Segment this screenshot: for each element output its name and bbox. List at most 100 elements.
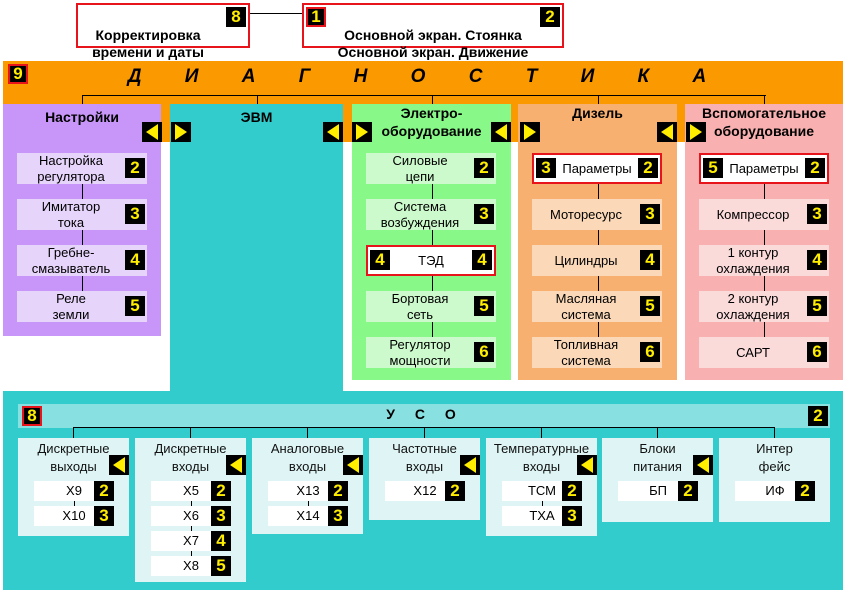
main-screen-button[interactable]: Основной экран. Стоянка Основной экран. … (302, 3, 564, 60)
prev-arrow-button[interactable] (693, 455, 713, 475)
next-arrow-button[interactable] (520, 122, 540, 142)
triangle-left-icon (327, 124, 339, 140)
key-badge: 8 (22, 406, 42, 426)
prev-arrow-button[interactable] (460, 455, 480, 475)
uso-group-title: Температурные входы (493, 441, 590, 474)
key-badge: 2 (94, 481, 114, 501)
time-date-correction-button[interactable]: Корректировка времени и даты 8 (76, 3, 250, 60)
menu-item-label: Реле земли (52, 290, 90, 322)
next-arrow-button[interactable] (171, 122, 191, 142)
menu-item-label: ТЭД (418, 252, 444, 268)
triangle-left-icon (347, 457, 359, 473)
triangle-left-icon (581, 457, 593, 473)
menu-item[interactable]: Бортовая сеть 5 (366, 291, 496, 322)
uso-band: 8 У С О 2 (18, 404, 830, 428)
menu-item-label: Бортовая сеть (391, 290, 449, 322)
prev-arrow-button[interactable] (491, 122, 511, 142)
uso-group-title: Блоки питания (633, 441, 682, 474)
prev-arrow-button[interactable] (323, 122, 343, 142)
key-badge: 3 (328, 506, 348, 526)
tree-line (774, 427, 775, 438)
tree-line (541, 427, 542, 438)
tree-line (82, 168, 83, 306)
tree-line (73, 427, 74, 438)
key-badge: 2 (795, 481, 815, 501)
menu-item-label: Гребне- смазыватель (31, 244, 111, 276)
connector-line (249, 13, 303, 14)
triangle-right-icon (175, 124, 187, 140)
key-badge: 2 (474, 158, 494, 178)
triangle-left-icon (146, 124, 158, 140)
uso-group-title: Интер фейс (756, 441, 793, 474)
tree-line (307, 427, 308, 438)
menu-item-label: Имитатор тока (41, 198, 101, 230)
triangle-left-icon (113, 457, 125, 473)
uso-group-title: Дискретные входы (154, 441, 227, 474)
uso-item-label: X8 (183, 558, 199, 573)
key-badge: 2 (328, 481, 348, 501)
menu-item-label: 1 контур охлаждения (716, 244, 790, 276)
triangle-left-icon (495, 124, 507, 140)
key-badge: 4 (211, 531, 231, 551)
key-badge: 2 (805, 158, 825, 178)
prev-arrow-button[interactable] (577, 455, 597, 475)
key-badge: 5 (807, 296, 827, 316)
column-computer: ЭВМ (170, 104, 343, 391)
triangle-right-icon (356, 124, 368, 140)
prev-arrow-button[interactable] (343, 455, 363, 475)
key-badge: 2 (638, 158, 658, 178)
tree-line (82, 95, 766, 96)
prev-arrow-button[interactable] (109, 455, 129, 475)
uso-item-label: ТСМ (527, 483, 556, 498)
key-badge: 2 (808, 406, 828, 426)
tree-line (542, 491, 543, 516)
uso-item-label: X13 (296, 483, 320, 498)
column-title: ЭВМ (240, 109, 273, 125)
tree-line (764, 95, 765, 104)
prev-arrow-button[interactable] (657, 122, 677, 142)
menu-item-label: Регулятор мощности (389, 336, 451, 368)
key-badge: 5 (474, 296, 494, 316)
uso-item-label: X9 (66, 483, 82, 498)
tree-line (191, 491, 192, 566)
next-arrow-button[interactable] (686, 122, 706, 142)
prev-arrow-button[interactable] (226, 455, 246, 475)
next-arrow-button[interactable] (352, 122, 372, 142)
menu-item[interactable]: 1 контур охлаждения 4 (699, 245, 829, 276)
tree-line (424, 427, 425, 438)
column-title: Дизель (572, 105, 623, 121)
prev-arrow-button[interactable] (142, 122, 162, 142)
tree-line (190, 427, 191, 438)
menu-item-label: Система возбуждения (380, 198, 460, 230)
key-badge: 4 (807, 250, 827, 270)
triangle-right-icon (690, 124, 702, 140)
column-title: Электро- оборудование (381, 105, 482, 139)
uso-item-label: X14 (296, 508, 320, 523)
tree-line (431, 95, 433, 104)
key-badge: 4 (640, 250, 660, 270)
key-badge: 5 (211, 556, 231, 576)
triangle-left-icon (661, 124, 673, 140)
tree-line (82, 95, 83, 104)
